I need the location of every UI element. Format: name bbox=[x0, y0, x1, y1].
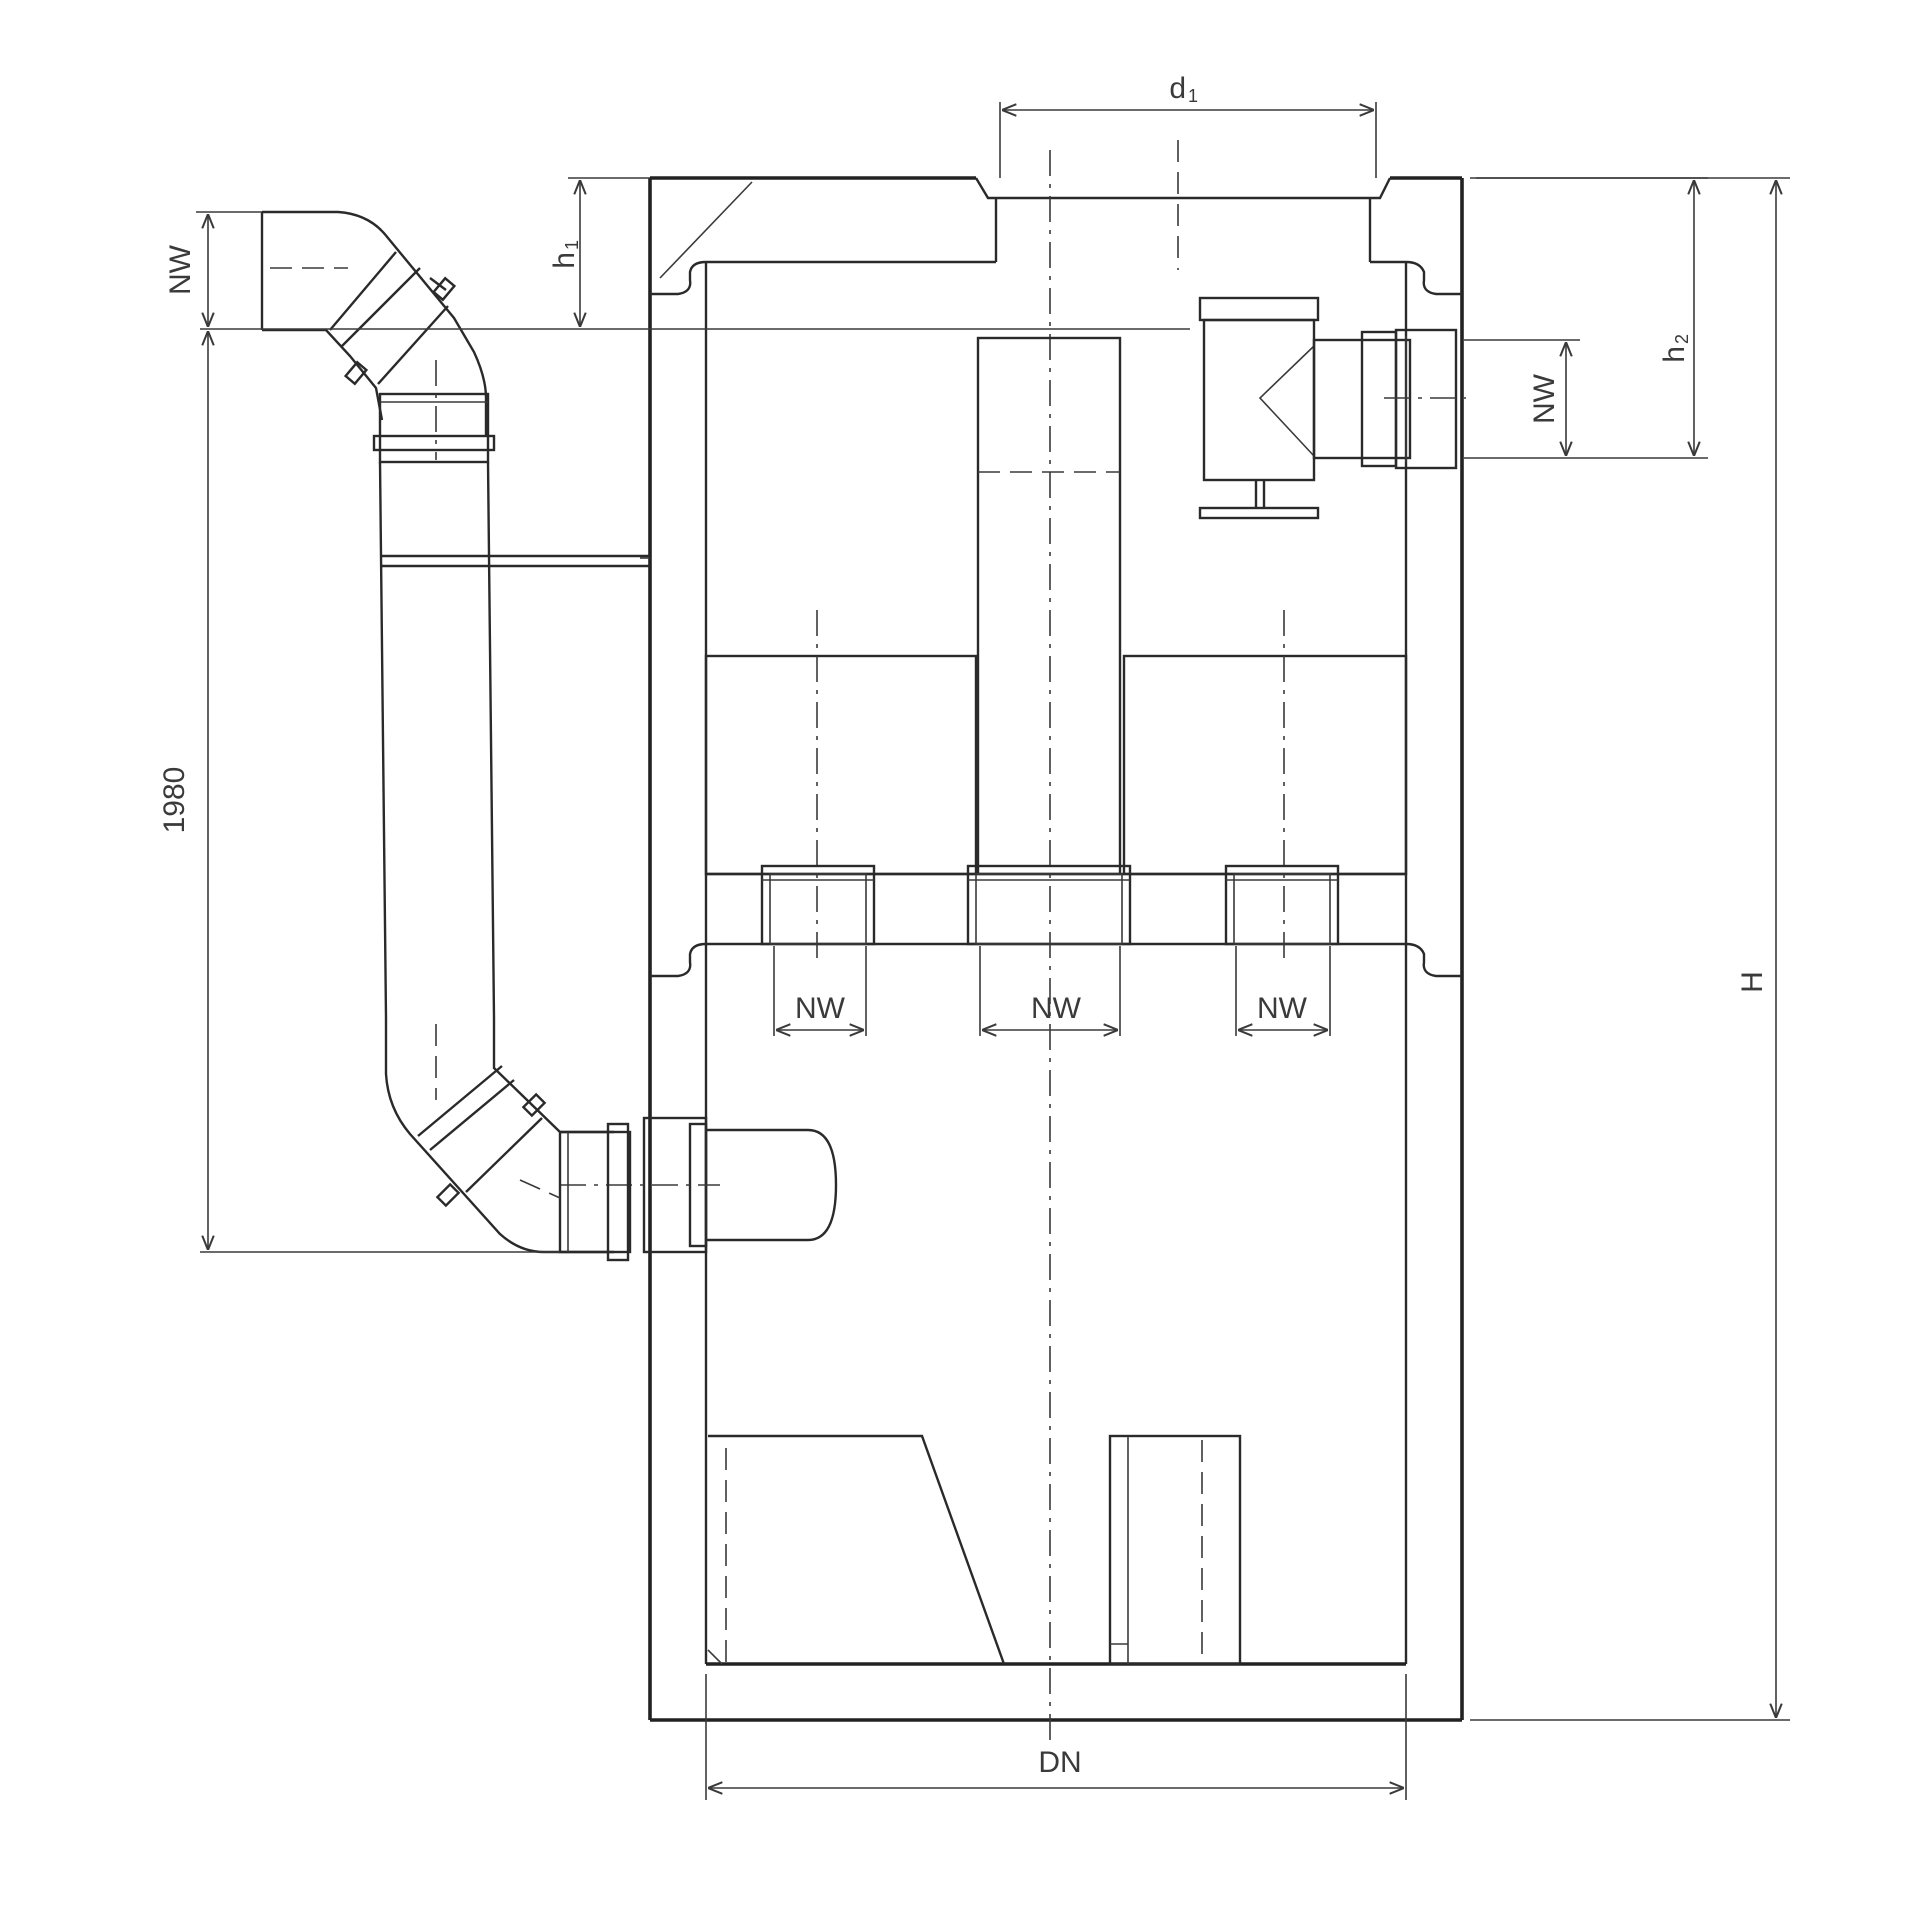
outlet-tee bbox=[1198, 296, 1466, 520]
h1-label: h bbox=[548, 252, 581, 269]
shaft-body bbox=[640, 176, 1464, 1722]
central-riser bbox=[976, 336, 1122, 876]
d1-label: d bbox=[1169, 72, 1186, 105]
nw-right-label: NW bbox=[1257, 992, 1308, 1025]
center-lines bbox=[1049, 140, 1179, 1740]
height-1980-label: 1980 bbox=[158, 767, 191, 834]
bypass-pipe bbox=[260, 210, 650, 1262]
dimension-nw-top: NW bbox=[164, 211, 262, 327]
dimension-h2: h 2 bbox=[1470, 177, 1708, 459]
h1-subscript: 1 bbox=[562, 240, 582, 250]
h2-subscript: 2 bbox=[1672, 334, 1692, 344]
nw-top-label: NW bbox=[164, 244, 197, 295]
d1-subscript: 1 bbox=[1188, 86, 1198, 106]
nw-outlet-label: NW bbox=[1528, 373, 1561, 424]
h2-label: h bbox=[1658, 346, 1691, 363]
dimension-d1: d 1 bbox=[999, 72, 1377, 178]
sediment-baffle bbox=[707, 1434, 1006, 1665]
filter-chamber-left bbox=[704, 610, 978, 960]
dimension-DN: DN bbox=[705, 1674, 1407, 1800]
deck-sockets bbox=[760, 864, 1340, 946]
dimension-1980: 1980 bbox=[158, 331, 560, 1253]
filter-chamber-right bbox=[1122, 610, 1408, 960]
dimension-nw-right: NW bbox=[1235, 946, 1331, 1036]
dimension-H: H bbox=[1470, 177, 1790, 1721]
dimension-nw-left: NW bbox=[773, 946, 867, 1036]
H-label: H bbox=[1736, 971, 1769, 993]
dimension-nw-middle: NW bbox=[979, 946, 1121, 1036]
inlet-stub bbox=[560, 1116, 838, 1254]
nw-middle-label: NW bbox=[1031, 992, 1082, 1025]
dimension-h1: h 1 bbox=[200, 177, 1190, 330]
DN-label: DN bbox=[1038, 1746, 1081, 1779]
bottom-insert bbox=[1108, 1434, 1242, 1666]
nw-left-label: NW bbox=[795, 992, 846, 1025]
dimension-nw-outlet: NW bbox=[1464, 339, 1580, 459]
